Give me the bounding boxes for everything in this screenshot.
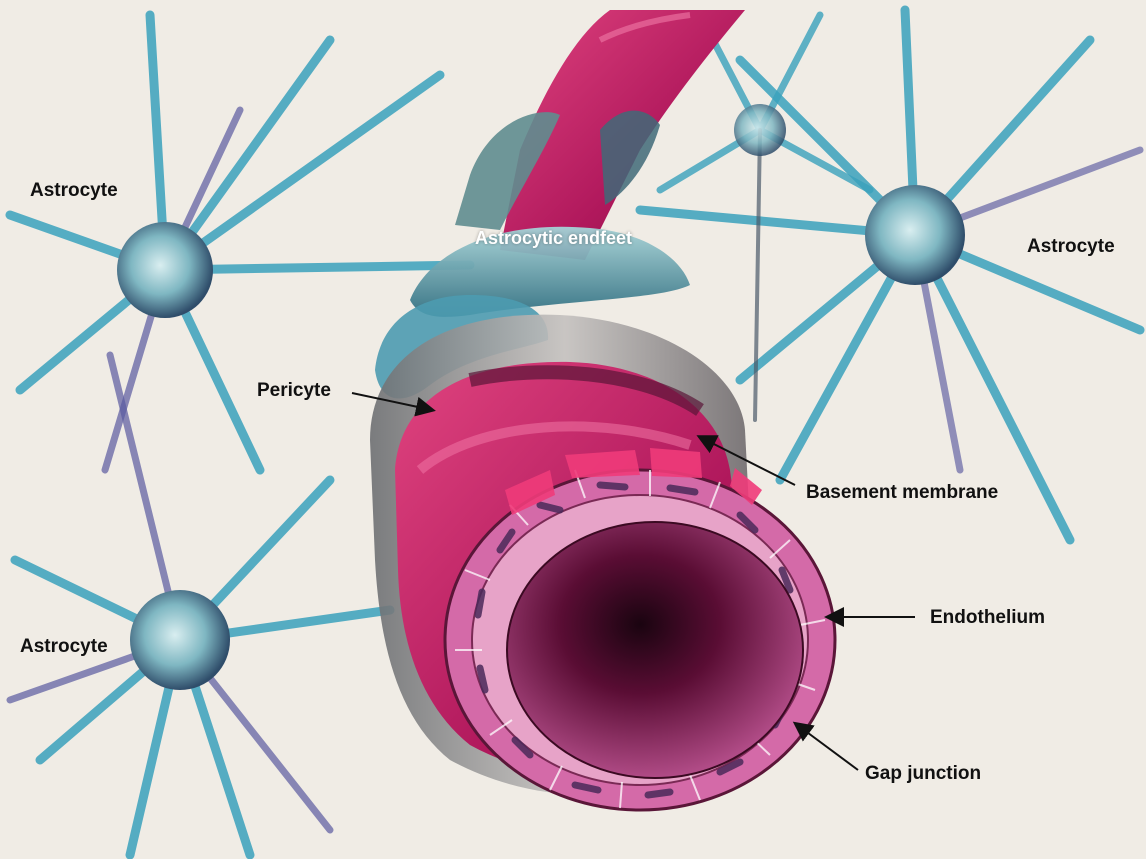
label-gap-junction: Gap junction <box>865 764 981 783</box>
astrocyte-soma-right <box>865 185 965 285</box>
label-astrocyte-right: Astrocyte <box>1027 237 1115 256</box>
astrocyte-soma-top-left <box>117 222 213 318</box>
label-astrocyte-bottom-left: Astrocyte <box>20 637 108 656</box>
label-astrocyte-top-left: Astrocyte <box>30 181 118 200</box>
label-pericyte: Pericyte <box>257 381 331 400</box>
label-basement-membrane: Basement membrane <box>806 483 998 502</box>
astrocyte-soma-bottom-left <box>130 590 230 690</box>
vessel-lumen <box>507 522 803 778</box>
label-endothelium: Endothelium <box>930 608 1045 627</box>
label-astrocytic-endfeet: Astrocytic endfeet <box>475 229 632 247</box>
astrocyte-soma-top-center <box>734 104 786 156</box>
